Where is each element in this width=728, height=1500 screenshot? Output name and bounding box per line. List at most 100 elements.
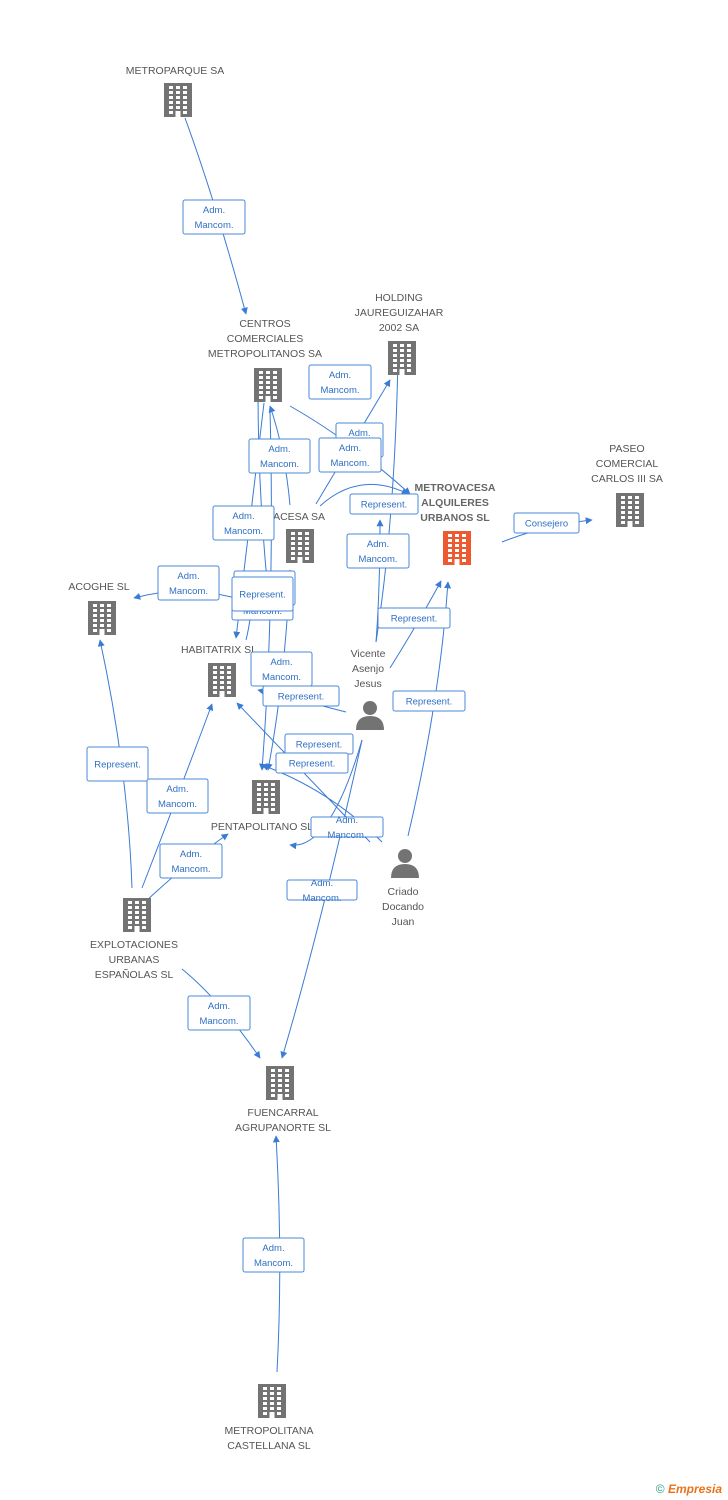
relationship-label[interactable]: Adm.Mancom. [310,815,384,841]
relationship-label[interactable]: Represent. [86,746,149,782]
relationship-label-box [212,505,275,541]
relationship-label-box [242,1237,305,1273]
company-node-metroparque[interactable]: METROPARQUE SA [126,65,224,117]
node-label: Vicente [351,648,386,660]
relationship-label-box [231,576,294,612]
node-label: HABITATRIX SL [181,644,257,656]
node-label: METROPOLITANA [224,1425,313,1437]
relationship-label[interactable]: Adm.Mancom. [212,505,275,541]
building-icon [123,898,151,932]
relationship-label[interactable]: Adm.Mancom. [346,533,410,569]
relationship-label-text: Adm. [166,784,188,795]
node-label: URBANAS [109,954,160,966]
copyright-symbol: © [655,1482,665,1496]
node-label: METROPOLITANOS SA [208,348,322,360]
relationship-label[interactable]: Adm.Mancom. [248,438,311,474]
relationship-label[interactable]: Represent. [349,493,419,515]
company-node-explotaciones[interactable]: EXPLOTACIONES URBANAS ESPAÑOLAS SL [90,898,178,981]
relationship-label-text: Adm. [203,205,225,216]
footer-brand[interactable]: © Empresia [656,1482,722,1496]
node-label: FUENCARRAL [247,1107,318,1119]
relationship-label-text: Represent. [289,759,335,770]
relationship-label-text: Represent. [406,697,452,708]
relationship-label-text: Represent. [361,500,407,511]
relationship-label[interactable]: Represent. [284,733,354,755]
relationship-label[interactable]: Adm.Mancom. [146,778,209,814]
relationship-label-text: Represent. [278,692,324,703]
node-label: Criado [388,886,419,898]
node-label: 2002 SA [379,322,419,334]
node-label: ESPAÑOLAS SL [95,968,174,981]
building-icon [252,780,280,814]
node-label: ACOGHE SL [68,581,129,593]
node-label: CENTROS [239,318,290,330]
node-label: JAUREGUIZAHAR [355,307,444,319]
building-icon [208,663,236,697]
node-label: COMERCIALES [227,333,303,345]
node-label: CARLOS III SA [591,473,663,485]
relationship-label[interactable]: Represent. [231,576,294,612]
relationship-label-box [308,364,372,400]
relationship-label-text: Represent. [391,614,437,625]
relationship-label-text: Adm. [329,370,351,381]
relationship-label[interactable]: Represent. [377,607,451,629]
relationship-label[interactable]: Adm.Mancom. [286,878,358,904]
relationship-label[interactable]: Adm.Mancom. [250,651,313,687]
company-node-centros[interactable]: CENTROS COMERCIALES METROPOLITANOS SA [208,318,322,402]
relationship-label[interactable]: Adm. Mancom. [187,995,251,1031]
relationship-label-box [248,438,311,474]
node-label: URBANOS SL [420,512,490,524]
relationship-label-box [377,607,451,629]
person-icon [356,701,384,730]
relationship-label[interactable]: Represent. [275,752,349,774]
building-icon [616,493,644,527]
relationship-label-box [286,879,358,901]
relationship-label-text: Mancom. [199,1016,238,1027]
relationship-label-box [187,995,251,1031]
company-node-acoghe[interactable]: ACOGHE SL [68,581,130,635]
building-icon [266,1066,294,1100]
relationship-label[interactable]: Adm.Mancom. [318,437,382,473]
relationship-label[interactable]: Consejero [513,512,580,534]
relationship-label-text: Adm. [311,878,333,889]
relationship-label-text: Mancom. [262,672,301,683]
relationship-label-text: Consejero [525,519,568,530]
relationship-label-box [346,533,410,569]
node-label: Asenjo [352,663,384,675]
relationship-label[interactable]: Represent. [392,690,466,712]
relationship-label-box [318,437,382,473]
relationship-label[interactable]: Adm.Mancom. [182,199,246,235]
relationship-label-box [513,512,580,534]
node-label: EXPLOTACIONES [90,939,178,951]
relationship-label[interactable]: Adm.Mancom. [157,565,220,601]
brand-logo: Empresia [667,1482,722,1496]
relationship-label-box [157,565,220,601]
relationship-label-text: Mancom. [320,385,359,396]
person-icon [391,849,419,878]
relationship-label[interactable]: Adm. Mancom. [308,364,372,400]
relationship-label-text: Adm. [208,1001,230,1012]
relationship-label[interactable]: Adm.Mancom. [242,1237,305,1273]
relationship-label-text: Adm. [180,849,202,860]
relationship-label-text: Mancom. [171,864,210,875]
company-node-habitatrix[interactable]: HABITATRIX SL [181,644,257,697]
relationship-label-text: Mancom. [224,526,263,537]
relationship-label-text: Mancom. [260,459,299,470]
node-label: Juan [392,916,415,928]
building-icon [254,368,282,402]
company-node-pentapolitano[interactable]: PENTAPOLITANO SL [211,780,313,833]
relationship-label-box [310,816,384,838]
relationship-label-box [392,690,466,712]
relationship-label[interactable]: Adm. Mancom. [159,843,223,879]
relationship-label-box [86,746,149,782]
relationship-label[interactable]: Represent. [262,685,340,707]
relationship-label-box [262,685,340,707]
